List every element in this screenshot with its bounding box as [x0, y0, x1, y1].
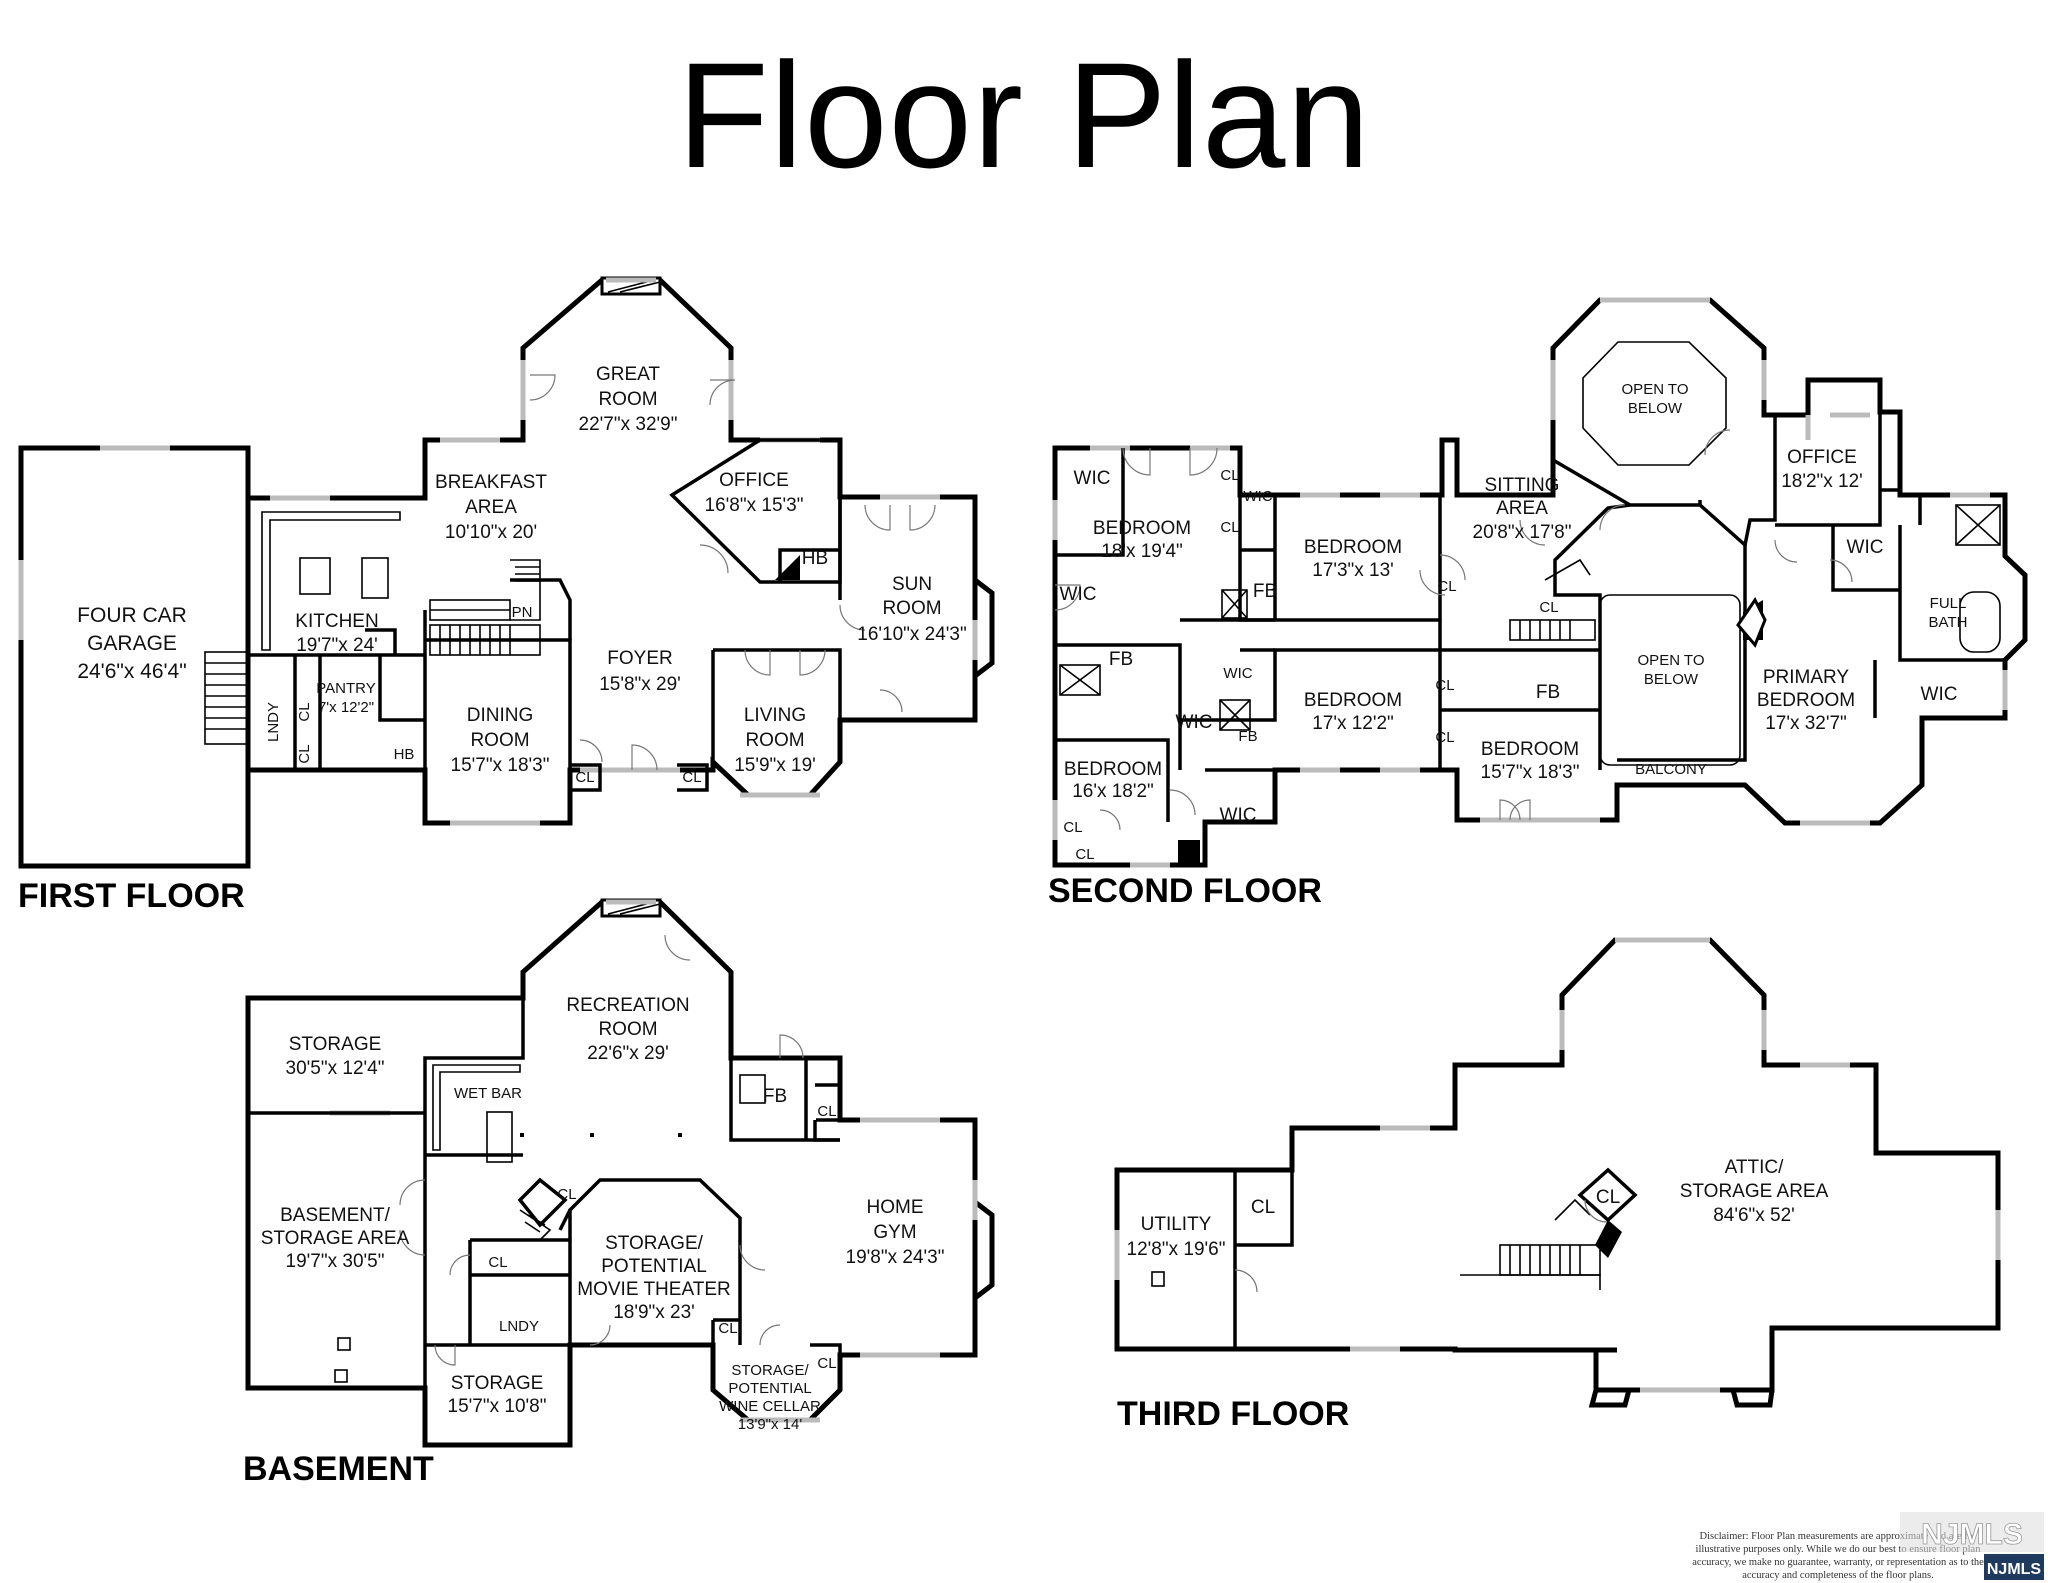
small-label: CL [718, 1320, 737, 1337]
small-label: HB [394, 746, 415, 763]
page-title: Floor Plan [677, 31, 1371, 199]
small-label: WIC [1223, 665, 1252, 682]
small-label: CL [1075, 846, 1094, 863]
third-floor-label: THIRD FLOOR [1117, 1395, 1349, 1433]
small-label: WIC [1220, 805, 1257, 826]
small-label: WIC [1060, 584, 1097, 605]
small-label: CL [1063, 819, 1082, 836]
small-label: WIC [1921, 684, 1958, 705]
small-label: FB [763, 1086, 787, 1107]
small-label: CL [1220, 467, 1239, 484]
first-floor-label: FIRST FLOOR [18, 877, 245, 915]
small-label: CL [682, 769, 701, 786]
small-label: CL [1251, 1197, 1275, 1218]
small-label: CL [1220, 519, 1239, 536]
small-label: CL [1539, 599, 1558, 616]
watermark-badge-text: NJMLS [1987, 1561, 2042, 1578]
small-label: CL [296, 744, 313, 763]
small-label: WIC [1176, 712, 1213, 733]
disclaimer-line: accuracy and completeness of the floor p… [1742, 1570, 1934, 1581]
room-label: BALCONY [1635, 761, 1707, 778]
small-label: PN [512, 604, 533, 621]
disclaimer-text: Disclaimer: Floor Plan measurements are … [1668, 1530, 2008, 1582]
small-label: CL [575, 769, 594, 786]
small-label: FB [1109, 649, 1133, 670]
small-label: CL [557, 1186, 576, 1203]
small-label: CL [1596, 1187, 1620, 1208]
small-label: CL [488, 1254, 507, 1271]
njmls-watermark-logo: NJMLS NJMLS [1900, 1512, 2044, 1580]
small-label: CL [817, 1103, 836, 1120]
second-floor-label: SECOND FLOOR [1048, 872, 1322, 910]
small-label: HB [802, 548, 828, 569]
small-label: FB [1238, 728, 1257, 745]
disclaimer-line: illustrative purposes only. While we do … [1695, 1544, 1981, 1555]
small-label: LNDY [265, 702, 282, 742]
small-label: WIC [1074, 468, 1111, 489]
small-label: CL [1435, 677, 1454, 694]
small-label: FB [1536, 682, 1560, 703]
small-label: WIC [1243, 488, 1272, 505]
small-label: CL [817, 1355, 836, 1372]
small-label: WIC [1847, 537, 1884, 558]
small-label: LNDY [499, 1318, 539, 1335]
small-label: CL [296, 702, 313, 721]
small-label: CL [1435, 729, 1454, 746]
disclaimer-line: accuracy, we make no guarantee, warranty… [1692, 1557, 1984, 1568]
basement-label: BASEMENT [243, 1450, 434, 1488]
small-label: FB [1253, 581, 1277, 602]
watermark-text: NJMLS [1921, 1518, 2023, 1551]
small-label: CL [1437, 578, 1456, 595]
room-label: WET BAR [454, 1085, 522, 1102]
disclaimer-line: Disclaimer: Floor Plan measurements are … [1699, 1531, 1977, 1542]
